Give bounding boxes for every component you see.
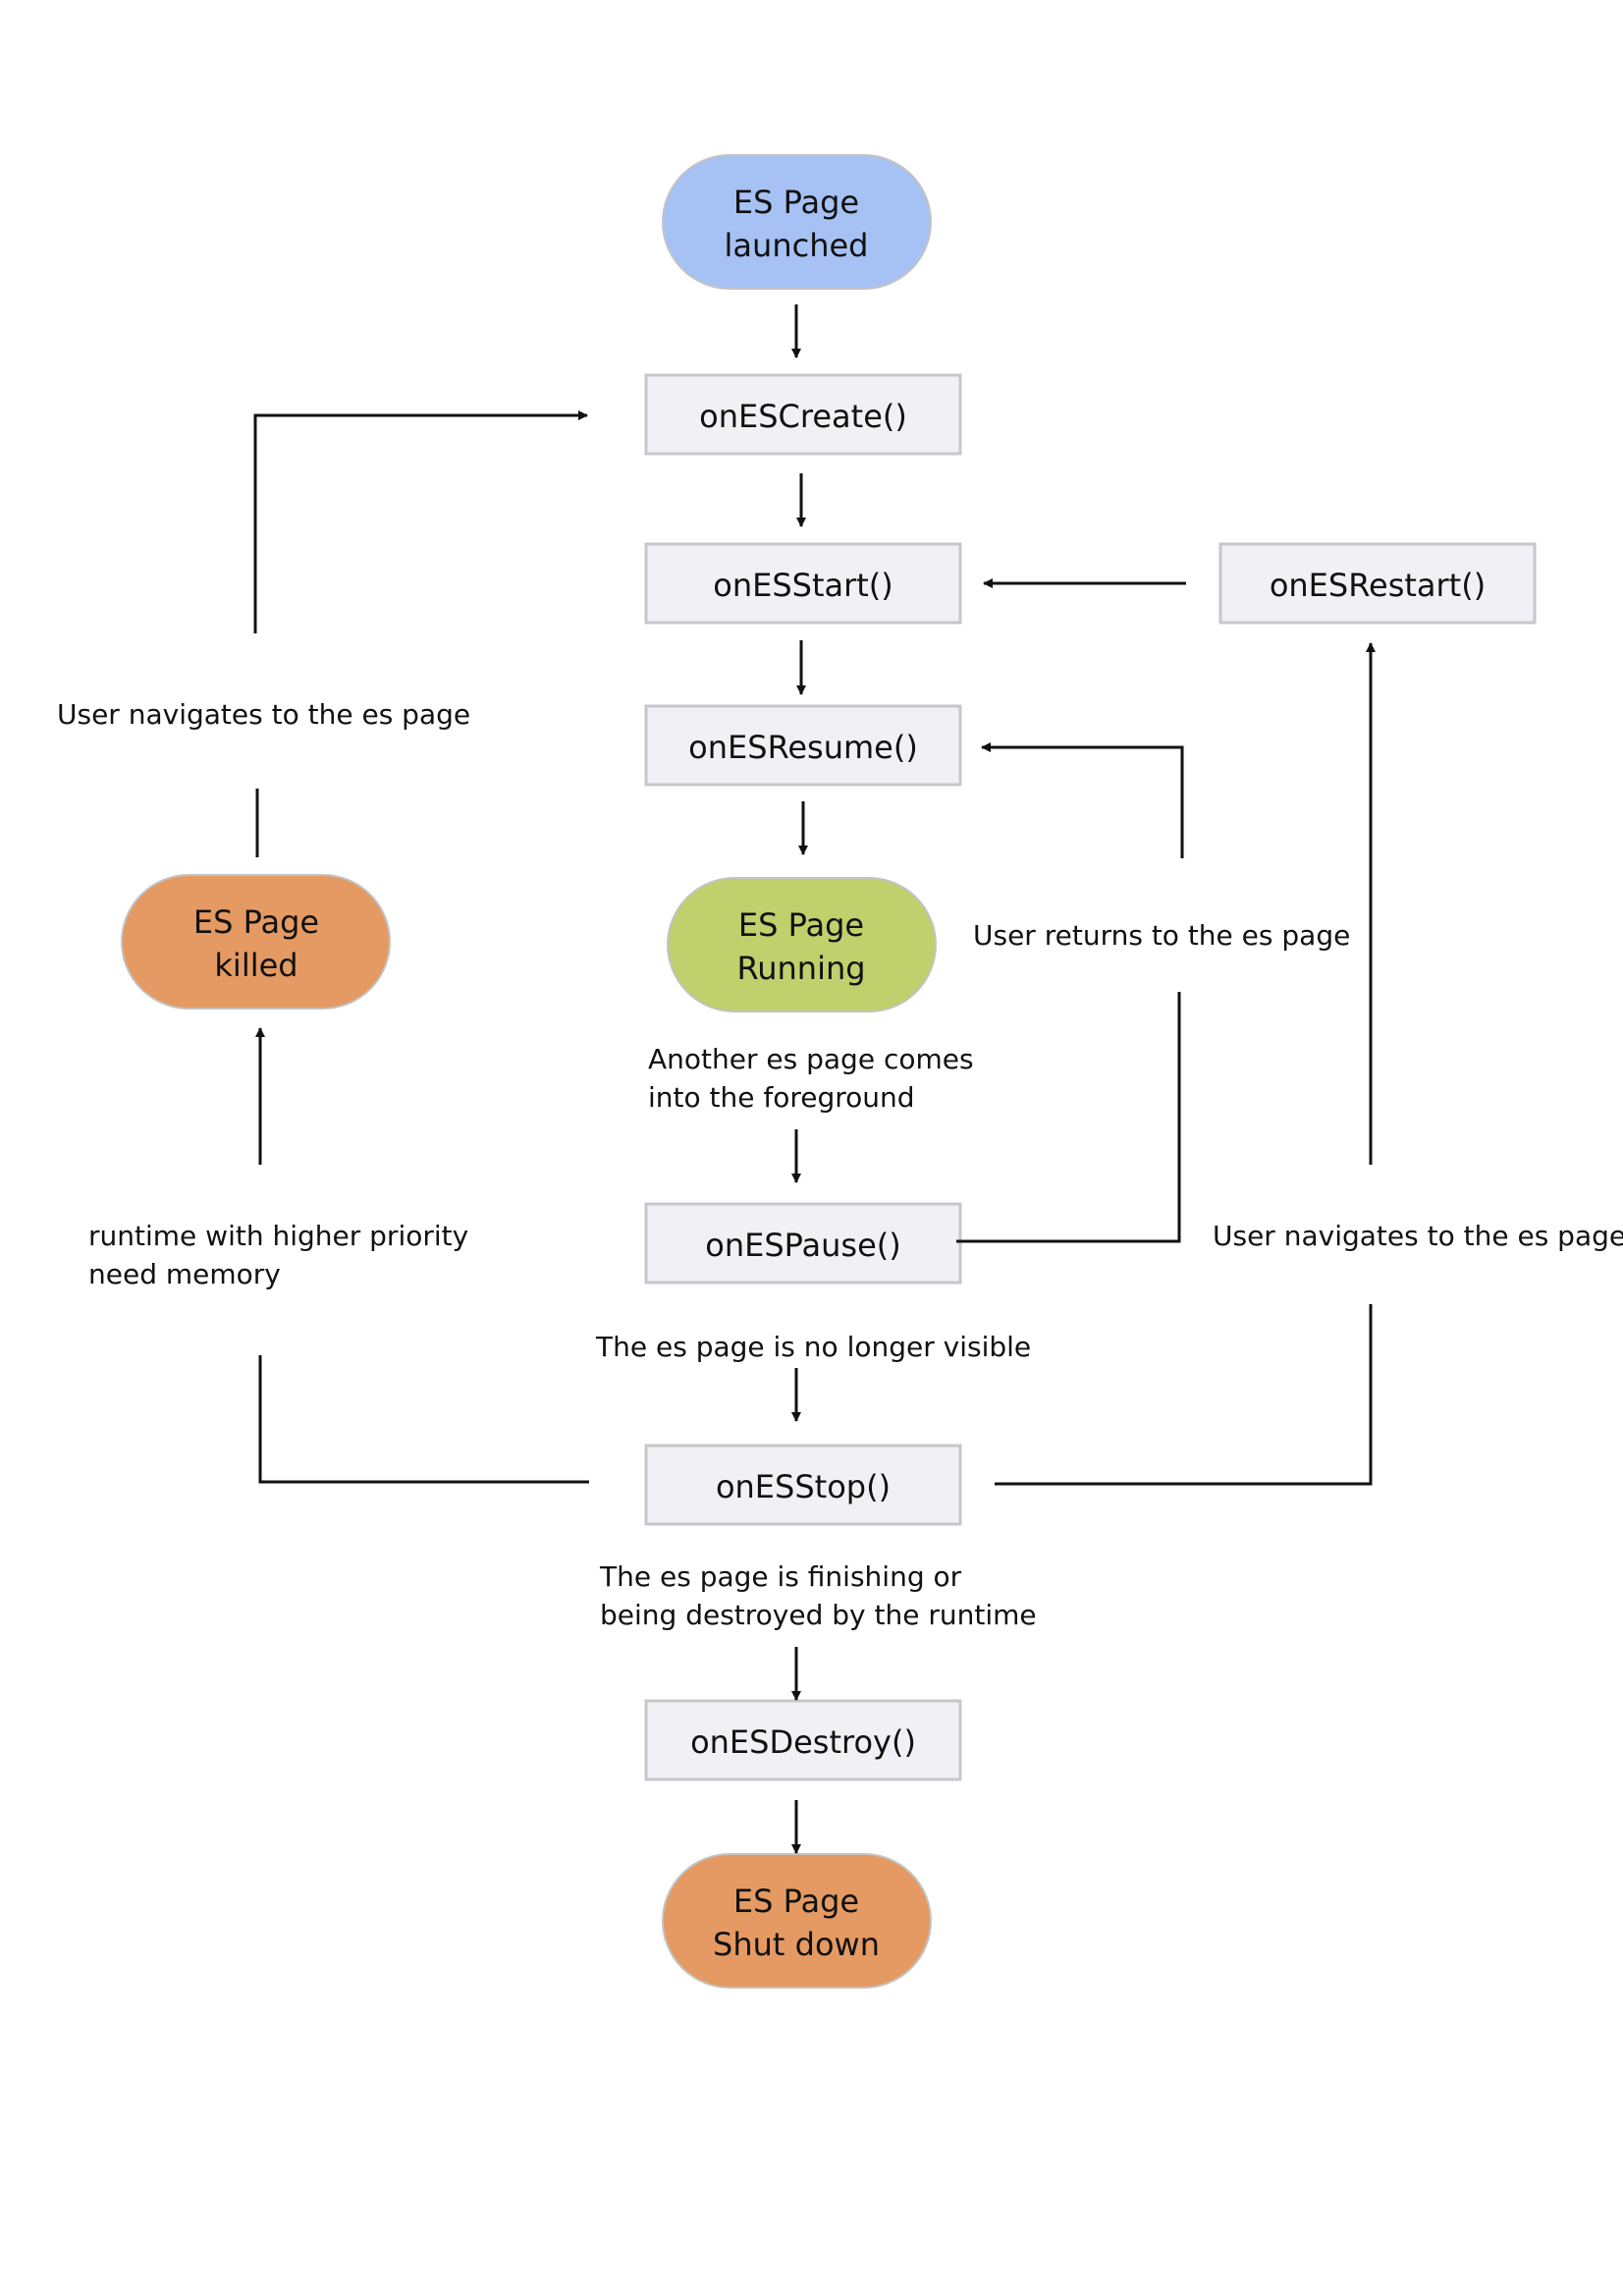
label-user-navigates-left: User navigates to the es page xyxy=(57,698,470,731)
shutdown-label-line1: ES Page xyxy=(733,1883,859,1920)
running-label-line1: ES Page xyxy=(738,906,864,944)
line-stop-to-runtime-memory xyxy=(258,1355,589,1484)
on-es-pause-label: onESPause() xyxy=(705,1227,900,1264)
label-finishing-line2: being destroyed by the runtime xyxy=(600,1599,1037,1631)
on-es-stop-node: onESStop() xyxy=(644,1444,962,1526)
on-es-start-node: onESStart() xyxy=(644,542,962,625)
on-es-create-node: onESCreate() xyxy=(644,373,962,456)
line-stop-to-user-navigates-right xyxy=(995,1304,1373,1486)
label-runtime-memory-line2: need memory xyxy=(88,1258,281,1290)
killed-label-line2: killed xyxy=(214,947,298,984)
on-es-pause-box xyxy=(644,1202,962,1285)
on-es-restart-box xyxy=(1218,542,1537,625)
label-finishing-line1: The es page is finishing or xyxy=(599,1560,962,1593)
on-es-stop-box xyxy=(644,1444,962,1526)
label-no-longer-visible: The es page is no longer visible xyxy=(595,1331,1031,1363)
on-es-restart-node: onESRestart() xyxy=(1218,542,1537,625)
launched-pill-shape xyxy=(662,154,932,290)
on-es-create-box xyxy=(644,373,962,456)
es-page-killed-node: ES Page killed xyxy=(121,874,391,1010)
label-user-navigates-right: User navigates to the es page xyxy=(1213,1220,1623,1252)
on-es-resume-node: onESResume() xyxy=(644,704,962,787)
label-user-returns: User returns to the es page xyxy=(973,919,1350,952)
line-pause-to-user-returns xyxy=(956,992,1181,1243)
on-es-destroy-label: onESDestroy() xyxy=(690,1723,916,1761)
on-es-start-box xyxy=(644,542,962,625)
on-es-stop-label: onESStop() xyxy=(716,1468,891,1505)
on-es-restart-label: onESRestart() xyxy=(1270,567,1486,604)
shutdown-label-line2: Shut down xyxy=(713,1926,880,1963)
es-page-launched-node: ES Page launched xyxy=(662,154,932,290)
label-runtime-memory-line1: runtime with higher priority xyxy=(88,1220,468,1252)
running-label-line2: Running xyxy=(736,950,865,987)
arrow-user-returns-to-resume xyxy=(981,742,1184,858)
es-page-shutdown-node: ES Page Shut down xyxy=(662,1853,932,1989)
on-es-destroy-node: onESDestroy() xyxy=(644,1699,962,1781)
on-es-pause-node: onESPause() xyxy=(644,1202,962,1285)
es-page-running-node: ES Page Running xyxy=(667,877,937,1012)
on-es-resume-box xyxy=(644,704,962,787)
on-es-destroy-box xyxy=(644,1699,962,1781)
launched-label-line2: launched xyxy=(725,227,869,264)
label-another-page-line2: into the foreground xyxy=(648,1081,915,1114)
launched-label-line1: ES Page xyxy=(733,184,859,221)
on-es-resume-label: onESResume() xyxy=(688,729,918,766)
running-pill-shape xyxy=(667,877,937,1012)
killed-label-line1: ES Page xyxy=(193,903,319,941)
on-es-create-label: onESCreate() xyxy=(699,398,907,435)
arrow-user-navigates-to-create xyxy=(253,410,588,633)
on-es-start-label: onESStart() xyxy=(713,567,893,604)
label-another-page-line1: Another es page comes xyxy=(648,1043,974,1075)
killed-pill-shape xyxy=(121,874,391,1010)
shutdown-pill-shape xyxy=(662,1853,932,1989)
